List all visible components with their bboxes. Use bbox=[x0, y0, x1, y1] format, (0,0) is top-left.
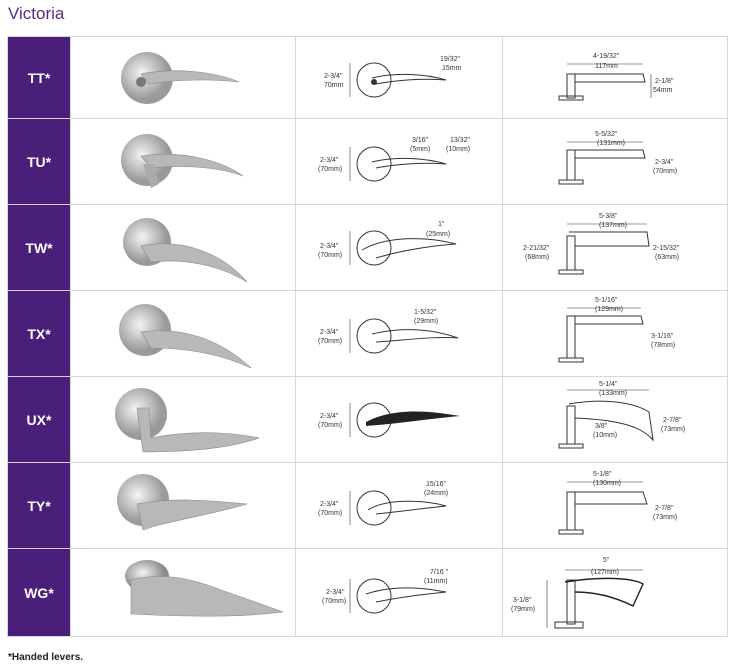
dimension-label: 15/16" bbox=[426, 481, 447, 488]
dimension-label: 3/8" bbox=[595, 423, 608, 430]
dimension-label: 15mm bbox=[442, 65, 462, 72]
model-code: TT* bbox=[7, 36, 71, 119]
dimension-label: (63mm) bbox=[655, 254, 679, 261]
dimension-label: (70mm) bbox=[318, 510, 342, 517]
dimension-label: (73mm) bbox=[653, 514, 677, 521]
dimension-label: (10mm) bbox=[446, 146, 470, 153]
front-dimension-drawing: 2-3/4" (70mm) 3/16" (5mm) 13/32" (10mm) bbox=[295, 118, 503, 205]
lever-photo bbox=[70, 376, 296, 463]
lever-photo bbox=[70, 548, 296, 637]
dimension-label: (137mm) bbox=[599, 222, 627, 229]
model-code: TY* bbox=[7, 462, 71, 549]
lever-photo bbox=[70, 118, 296, 205]
lever-spec-table: TT* 2-3/4" 70mm 19/32" 15mm bbox=[7, 36, 728, 637]
dimension-label: (127mm) bbox=[591, 569, 619, 576]
page-title: Victoria bbox=[8, 4, 65, 23]
side-dimension-drawing: 5-1/16" (129mm) 3-1/16" (78mm) bbox=[502, 290, 728, 377]
lever-photo bbox=[70, 36, 296, 119]
dimension-label: 5-5/32" bbox=[595, 131, 618, 138]
table-row: TT* 2-3/4" 70mm 19/32" 15mm bbox=[7, 36, 728, 119]
dimension-label: (10mm) bbox=[593, 432, 617, 439]
lever-photo bbox=[70, 204, 296, 291]
front-dimension-drawing: 2-3/4" 70mm 19/32" 15mm bbox=[295, 36, 503, 119]
table-row: TX* 2-3/4" (70mm) 1-5/32" (29mm) bbox=[7, 290, 728, 377]
dimension-label: 5-3/8" bbox=[599, 213, 618, 220]
lever-photo bbox=[70, 462, 296, 549]
dimension-label: 2-3/4" bbox=[320, 501, 339, 508]
dimension-label: (70mm) bbox=[318, 252, 342, 259]
dimension-label: 5-1/8" bbox=[593, 471, 612, 478]
dimension-label: (70mm) bbox=[653, 168, 677, 175]
dimension-label: 2-3/4" bbox=[326, 589, 345, 596]
dimension-label: (79mm) bbox=[511, 606, 535, 613]
dimension-label: (131mm) bbox=[597, 140, 625, 147]
dimension-label: 2-21/32" bbox=[523, 245, 550, 252]
dimension-label: 3-1/8" bbox=[513, 597, 532, 604]
dimension-label: 2-3/4" bbox=[320, 413, 339, 420]
dimension-label: 2-3/4" bbox=[320, 243, 339, 250]
dimension-label: (133mm) bbox=[599, 390, 627, 397]
dimension-label: 2-15/32" bbox=[653, 245, 680, 252]
dimension-label: 2-3/4" bbox=[320, 157, 339, 164]
table-row: TW* 2-3/4" (70mm) 1" (25mm) bbox=[7, 204, 728, 291]
dimension-label: 3/16" bbox=[412, 137, 429, 144]
dimension-label: 19/32" bbox=[440, 56, 461, 63]
dimension-label: (5mm) bbox=[410, 146, 430, 153]
table-row: WG* 2-3/4" (70mm) 7/16 " (11mm) bbox=[7, 548, 728, 637]
front-dimension-drawing: 2-3/4" (70mm) 7/16 " (11mm) bbox=[295, 548, 503, 637]
model-code: TU* bbox=[7, 118, 71, 205]
front-dimension-drawing: 2-3/4" (70mm) bbox=[295, 376, 503, 463]
dimension-label: 4-19/32" bbox=[593, 53, 620, 60]
dimension-label: 1" bbox=[438, 221, 445, 228]
dimension-label: (68mm) bbox=[525, 254, 549, 261]
dimension-label: (130mm) bbox=[593, 480, 621, 487]
model-code: UX* bbox=[7, 376, 71, 463]
model-code: TX* bbox=[7, 290, 71, 377]
front-dimension-drawing: 2-3/4" (70mm) 15/16" (24mm) bbox=[295, 462, 503, 549]
lever-photo bbox=[70, 290, 296, 377]
dimension-label: 2-3/4" bbox=[324, 73, 343, 80]
dimension-label: (129mm) bbox=[595, 306, 623, 313]
dimension-label: 2-1/8" bbox=[655, 78, 674, 85]
dimension-label: (70mm) bbox=[322, 598, 346, 605]
dimension-label: (78mm) bbox=[651, 342, 675, 349]
dimension-label: 5-1/16" bbox=[595, 297, 618, 304]
dimension-label: (70mm) bbox=[318, 338, 342, 345]
side-dimension-drawing: 5-5/32" (131mm) 2-3/4" (70mm) bbox=[502, 118, 728, 205]
dimension-label: 7/16 " bbox=[430, 569, 449, 576]
dimension-label: 117mm bbox=[595, 63, 618, 70]
front-dimension-drawing: 2-3/4" (70mm) 1-5/32" (29mm) bbox=[295, 290, 503, 377]
dimension-label: (70mm) bbox=[318, 166, 342, 173]
side-dimension-drawing: 5" (127mm) 3-1/8" (79mm) bbox=[502, 548, 728, 637]
model-code: TW* bbox=[7, 204, 71, 291]
table-row: TU* 2-3/4" (70mm) 3/16" (5mm) 13/32" (10… bbox=[7, 118, 728, 205]
dimension-label: 70mm bbox=[324, 82, 344, 89]
dimension-label: (73mm) bbox=[661, 426, 685, 433]
dimension-label: 1-5/32" bbox=[414, 309, 437, 316]
dimension-label: (70mm) bbox=[318, 422, 342, 429]
dimension-label: (29mm) bbox=[414, 318, 438, 325]
table-row: TY* 2-3/4" (70mm) 15/16" (24mm) bbox=[7, 462, 728, 549]
dimension-label: 2-3/4" bbox=[320, 329, 339, 336]
dimension-label: 2-7/8" bbox=[663, 417, 682, 424]
dimension-label: 2-3/4" bbox=[655, 159, 674, 166]
footnote: *Handed levers. bbox=[8, 652, 84, 663]
table-row: UX* 2-3/4" (70mm) 5-1/4" bbox=[7, 376, 728, 463]
dimension-label: 5" bbox=[603, 557, 610, 564]
dimension-label: 3-1/16" bbox=[651, 333, 674, 340]
side-dimension-drawing: 5-1/4" (133mm) 3/8" (10mm) 2-7/8" (73mm) bbox=[502, 376, 728, 463]
dimension-label: (11mm) bbox=[424, 578, 448, 585]
dimension-label: 5-1/4" bbox=[599, 381, 618, 388]
dimension-label: 2-7/8" bbox=[655, 505, 674, 512]
dimension-label: 54mm bbox=[653, 87, 673, 94]
side-dimension-drawing: 5-3/8" (137mm) 2-21/32" (68mm) 2-15/32" … bbox=[502, 204, 728, 291]
front-dimension-drawing: 2-3/4" (70mm) 1" (25mm) bbox=[295, 204, 503, 291]
dimension-label: (24mm) bbox=[424, 490, 448, 497]
dimension-label: 13/32" bbox=[450, 137, 471, 144]
model-code: WG* bbox=[7, 548, 71, 637]
side-dimension-drawing: 4-19/32" 117mm 2-1/8" 54mm bbox=[502, 36, 728, 119]
dimension-label: (25mm) bbox=[426, 231, 450, 238]
side-dimension-drawing: 5-1/8" (130mm) 2-7/8" (73mm) bbox=[502, 462, 728, 549]
